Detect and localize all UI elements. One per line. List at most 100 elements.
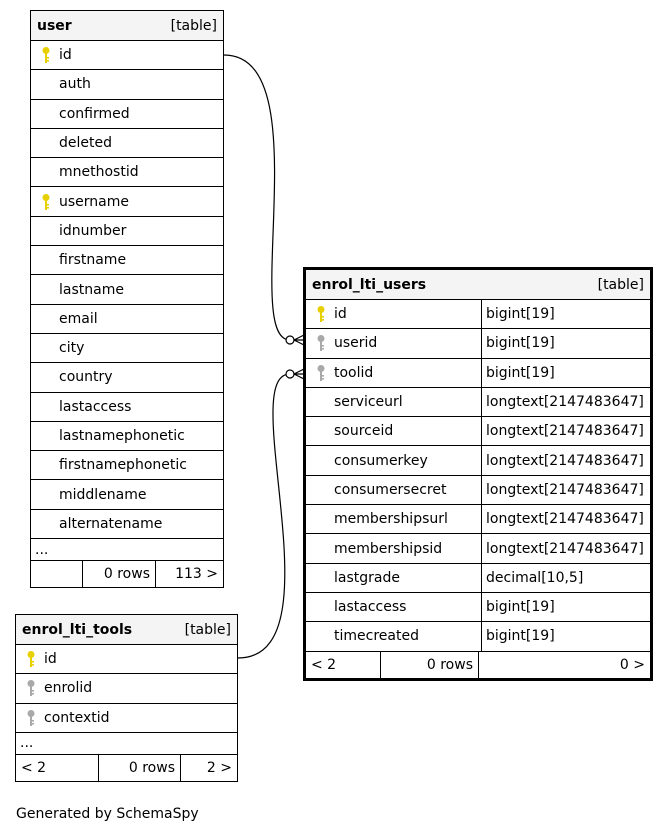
column-type: longtext[2147483647] — [481, 387, 650, 417]
column-row[interactable]: firstname — [31, 246, 223, 276]
column-name-cell: enrolid — [16, 674, 237, 702]
column-name-cell: membershipsid — [306, 534, 481, 562]
column-name-cell: membershipsurl — [306, 505, 481, 533]
column-row[interactable]: auth — [31, 70, 223, 100]
column-name: city — [59, 340, 85, 357]
column-row[interactable]: id — [16, 645, 237, 675]
column-name: auth — [59, 76, 91, 93]
column-row[interactable]: lastaccess — [31, 393, 223, 422]
column-name: alternatename — [59, 515, 163, 532]
column-row[interactable]: firstnamephonetic — [31, 451, 223, 481]
column-type: bigint[19] — [481, 358, 650, 387]
column-name: confirmed — [59, 105, 130, 122]
column-name-cell: username — [31, 187, 223, 215]
column-row[interactable]: username — [31, 187, 223, 217]
column-type: longtext[2147483647] — [481, 446, 650, 475]
edge-tools-to-enrol-lti-users — [237, 373, 291, 659]
column-row[interactable]: city — [31, 334, 223, 364]
column-row[interactable]: lastname — [31, 275, 223, 305]
column-name: firstname — [59, 252, 127, 269]
key-icon — [20, 650, 42, 668]
column-name: id — [59, 47, 72, 64]
foreign-key-icon — [310, 364, 332, 382]
column-name-cell: city — [31, 334, 223, 362]
column-row[interactable]: userid bigint[19] — [306, 329, 650, 359]
table-kind: [table] — [184, 621, 231, 638]
edge-tools-optional-marker — [285, 369, 295, 379]
column-type: bigint[19] — [481, 622, 650, 651]
table-name: enrol_lti_tools — [22, 621, 133, 638]
column-row[interactable]: toolid bigint[19] — [306, 358, 650, 388]
column-name-cell: idnumber — [31, 217, 223, 245]
column-name: firstnamephonetic — [59, 457, 187, 474]
column-name: consumersecret — [334, 481, 447, 498]
column-type: bigint[19] — [481, 329, 650, 358]
edge-tools-crowfoot — [293, 368, 305, 380]
column-name: id — [44, 651, 57, 668]
column-name-cell: alternatename — [31, 510, 223, 538]
more-columns: ... — [16, 733, 237, 755]
column-name-cell: consumersecret — [306, 476, 481, 504]
column-row[interactable]: mnethostid — [31, 158, 223, 188]
column-row[interactable]: enrolid — [16, 674, 237, 704]
column-row[interactable]: deleted — [31, 129, 223, 159]
column-name: email — [59, 310, 98, 327]
column-row[interactable]: lastnamephonetic — [31, 422, 223, 452]
column-name: sourceid — [334, 423, 394, 440]
footer-parents[interactable]: < 2 — [311, 656, 337, 673]
table-header: enrol_lti_users [table] — [306, 270, 650, 300]
column-name-cell: email — [31, 305, 223, 333]
column-type: bigint[19] — [481, 300, 650, 329]
column-name-cell: auth — [31, 70, 223, 98]
column-row[interactable]: serviceurl longtext[2147483647] — [306, 387, 650, 418]
footer-children[interactable]: 2 > — [180, 754, 237, 781]
column-name-cell: id — [306, 300, 481, 328]
column-name: userid — [334, 335, 378, 352]
footer-rows: 0 rows — [82, 561, 155, 588]
column-type: decimal[10,5] — [481, 563, 650, 592]
footer-parents[interactable]: < 2 — [21, 759, 47, 776]
column-row[interactable]: alternatename — [31, 510, 223, 540]
column-name-cell: mnethostid — [31, 158, 223, 186]
column-name-cell: firstnamephonetic — [31, 451, 223, 479]
column-type: longtext[2147483647] — [481, 505, 650, 534]
footer-children[interactable]: 113 > — [155, 561, 223, 588]
column-name-cell: lastname — [31, 275, 223, 303]
table-footer: < 2 0 rows 0 > — [306, 651, 650, 678]
column-row[interactable]: country — [31, 363, 223, 393]
footer-children: 0 > — [478, 651, 650, 678]
edge-user-to-enrol-lti-users — [223, 54, 291, 341]
column-name-cell: lastaccess — [306, 593, 481, 621]
column-row[interactable]: idnumber — [31, 217, 223, 247]
column-row[interactable]: confirmed — [31, 100, 223, 129]
table-name: enrol_lti_users — [312, 276, 427, 293]
column-name: serviceurl — [334, 394, 403, 411]
column-name: idnumber — [59, 222, 127, 239]
column-name-cell: deleted — [31, 129, 223, 157]
column-name: username — [59, 193, 129, 210]
footer-rows: 0 rows — [98, 754, 180, 781]
column-row[interactable]: id — [31, 41, 223, 71]
column-row[interactable]: contextid — [16, 704, 237, 733]
column-name: toolid — [334, 364, 374, 381]
column-row[interactable]: middlename — [31, 480, 223, 510]
column-name-cell: id — [31, 41, 223, 69]
foreign-key-icon — [20, 709, 42, 727]
table-kind: [table] — [170, 17, 217, 34]
column-name-cell: sourceid — [306, 417, 481, 445]
column-row[interactable]: email — [31, 305, 223, 334]
column-name: lastaccess — [59, 398, 132, 415]
